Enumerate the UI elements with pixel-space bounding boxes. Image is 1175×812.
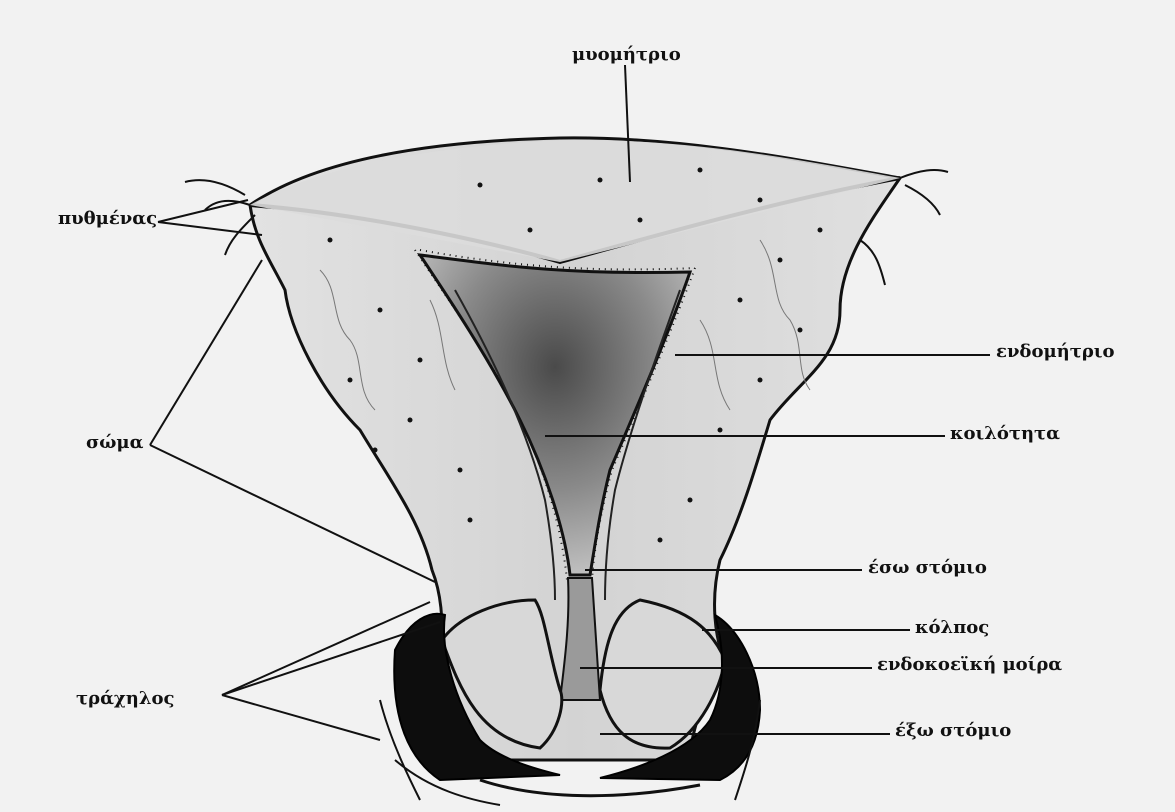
label-body: σώμα (86, 434, 143, 452)
label-myometrium: μυομήτριο (572, 46, 681, 64)
label-endometrium: ενδομήτριο (996, 343, 1115, 361)
label-external-os: έξω στόμιο (895, 722, 1011, 740)
label-endocervical-part: ενδοκοεϊκή μοίρα (877, 656, 1062, 674)
label-cavity: κοιλότητα (950, 425, 1060, 443)
label-internal-os: έσω στόμιο (868, 559, 987, 577)
label-cervix: τράχηλος (76, 690, 174, 708)
label-fundus: πυθμένας (58, 210, 157, 228)
label-vagina: κόλπος (915, 619, 989, 637)
